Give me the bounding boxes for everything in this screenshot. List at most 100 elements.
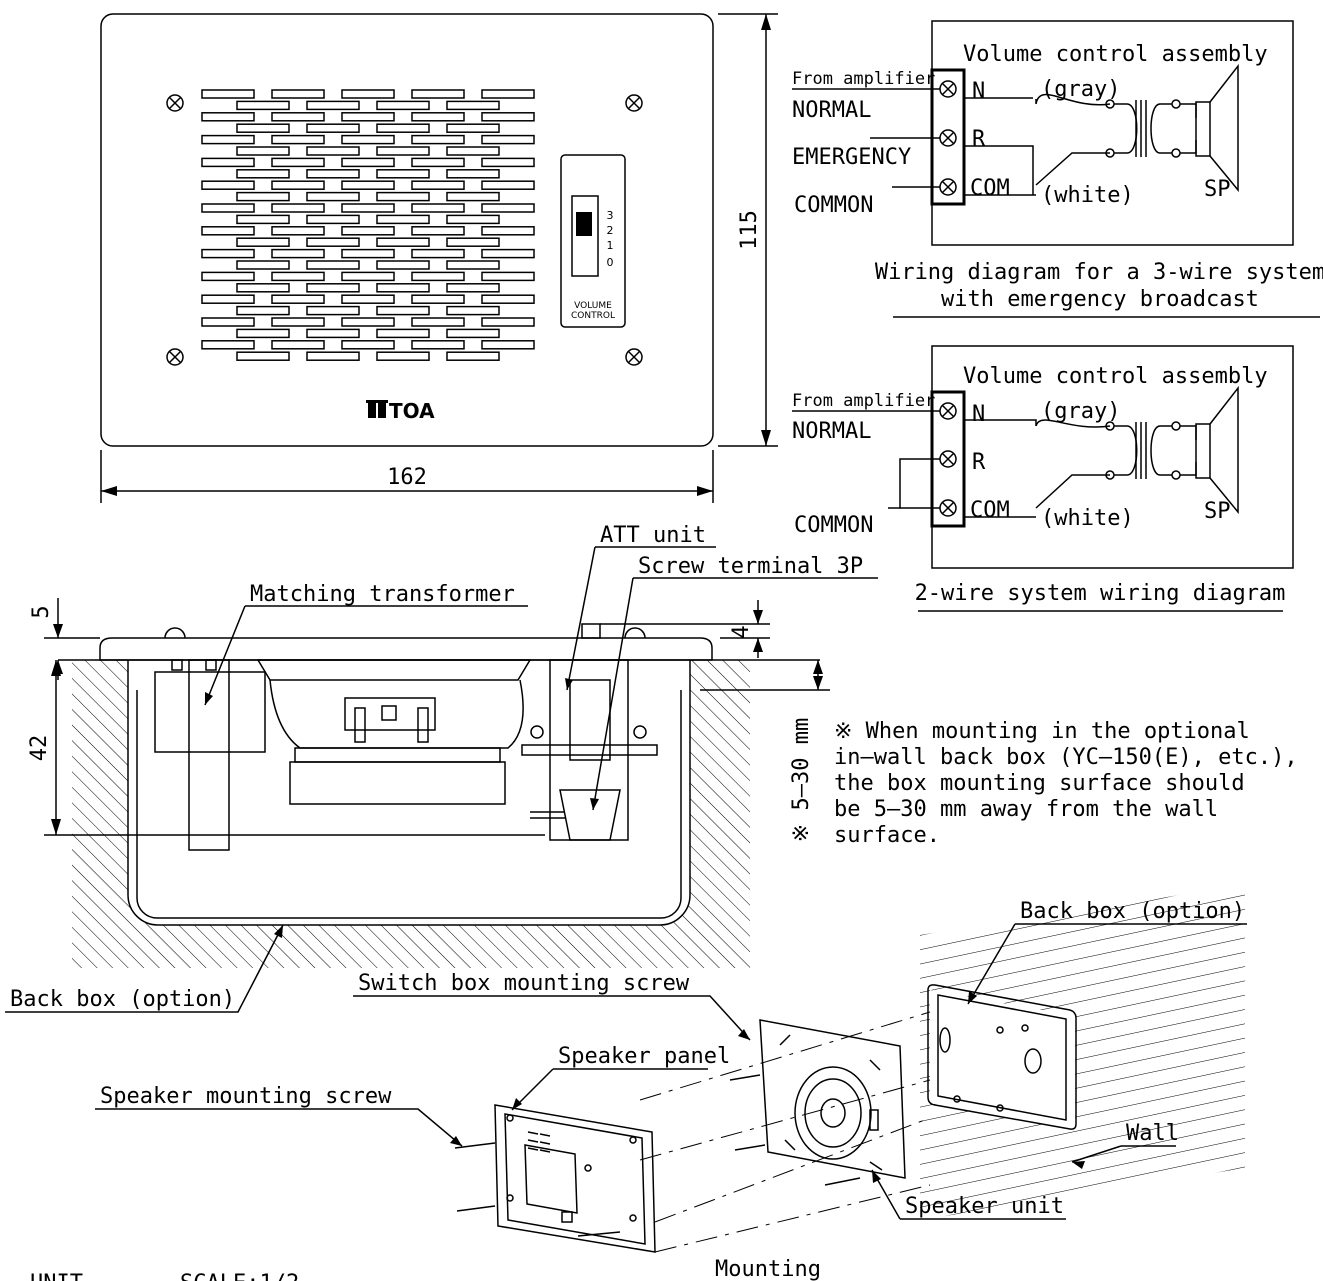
dim-depth: 42: [27, 735, 52, 762]
grille-slot: [271, 112, 325, 122]
grille-slot: [341, 248, 395, 259]
terminal-r-2wire: R: [972, 450, 986, 475]
assembly-title-2wire: Volume control assembly: [963, 364, 1268, 389]
note-line-3: the box mounting surface should: [834, 771, 1245, 796]
grille-slot: [411, 340, 465, 350]
toa-logo-icon: [366, 400, 388, 418]
wiring-diagram-3wire: Volume control assembly N R COM From amp…: [792, 20, 1323, 318]
grille-slot: [306, 305, 360, 316]
note-line-5: surface.: [834, 823, 940, 848]
mounting-view: Back box (option) Switch box mounting sc…: [95, 885, 1247, 1281]
grille-slot: [341, 157, 395, 168]
grille-slot: [446, 123, 500, 133]
grille-slot: [376, 237, 430, 247]
transformer-core-icon: [1135, 422, 1147, 479]
grille-slot: [271, 180, 325, 190]
front-panel: [100, 13, 714, 447]
width-dimension-line: [100, 450, 714, 503]
grille-slot: [446, 237, 500, 247]
input-emergency-3wire: EMERGENCY: [792, 145, 911, 170]
grille-slot: [236, 191, 290, 202]
volume-scale-3: 3: [607, 209, 614, 222]
grille-slot: [376, 328, 430, 339]
grille-slot: [271, 157, 325, 168]
grille-slot: [306, 260, 360, 270]
label-switch-box-screw: Switch box mounting screw: [358, 971, 690, 996]
speaker-flange: [99, 637, 713, 661]
terminal-r-3wire: R: [972, 127, 986, 152]
grille-slot: [446, 351, 500, 361]
grille-slot: [481, 112, 535, 122]
grille-slot: [306, 283, 360, 293]
label-att-unit: ATT unit: [600, 523, 706, 548]
source-label-3wire: From amplifier: [792, 69, 935, 89]
label-back-box-side: Back box (option): [10, 987, 235, 1012]
source-label-2wire: From amplifier: [792, 391, 935, 411]
footer-scale: SCALE:1/2: [180, 1271, 299, 1281]
terminal-screw-icon: [939, 499, 957, 517]
grille-slot: [411, 180, 465, 190]
input-normal-3wire: NORMAL: [792, 98, 871, 123]
grille-slot: [271, 248, 325, 259]
terminal-screw-icon: [939, 450, 957, 468]
grille-slot: [236, 100, 290, 111]
terminal-n-3wire: N: [972, 79, 985, 104]
grille-slot: [446, 146, 500, 156]
grille-slot: [306, 328, 360, 339]
grille-slot: [481, 317, 535, 327]
grille-slot: [201, 203, 255, 213]
grille-slot: [306, 214, 360, 225]
grille-slot: [201, 180, 255, 190]
terminal-screw-icon: [939, 80, 957, 98]
brand-logo-text: TOA: [389, 399, 435, 423]
att-unit-body: [549, 659, 629, 841]
terminal-block-3wire: [930, 68, 966, 206]
grille-slot: [411, 294, 465, 304]
label-wall: Wall: [1126, 1121, 1179, 1146]
screw-icon: [625, 94, 643, 112]
gray-wire-3wire: (gray): [1041, 77, 1120, 102]
height-dimension: 115: [737, 210, 762, 250]
grille-slot: [481, 89, 535, 99]
grille-slot: [271, 271, 325, 282]
grille-slot: [376, 146, 430, 156]
grille-slot: [411, 134, 465, 145]
speaker-panel-front: [494, 1104, 656, 1253]
grille-slot: [481, 294, 535, 304]
volume-label-1: VOLUME: [574, 301, 612, 311]
grille-slot: [271, 89, 325, 99]
grille-slot: [481, 248, 535, 259]
grille-slot: [341, 203, 395, 213]
grille-slot: [481, 271, 535, 282]
grille-slot: [446, 305, 500, 316]
grille-slot: [236, 123, 290, 133]
grille-slot: [306, 169, 360, 179]
grille-slots: [201, 89, 535, 361]
grille-slot: [306, 123, 360, 133]
wiring-diagram-2wire: Volume control assembly N R COM From amp…: [792, 345, 1294, 612]
grille-slot: [271, 134, 325, 145]
grille-slot: [446, 260, 500, 270]
speaker-icon: [1195, 63, 1239, 193]
back-box-outline: [127, 660, 691, 926]
grille-slot: [376, 100, 430, 111]
terminal-screw-icon: [939, 402, 957, 420]
grille-slot: [236, 214, 290, 225]
grille-slot: [411, 317, 465, 327]
grille-slot: [341, 271, 395, 282]
jumper-wire: [899, 458, 940, 509]
screw-terminal-3p: [559, 789, 621, 841]
speaker-mounting-screw-icon: [454, 1142, 496, 1149]
transformer-primary-icon: [1114, 103, 1138, 154]
grille-slot: [481, 203, 535, 213]
grille-slot: [201, 294, 255, 304]
grille-slot: [271, 317, 325, 327]
note-line-1: ※ When mounting in the optional: [834, 719, 1250, 744]
label-speaker-panel: Speaker panel: [558, 1044, 730, 1069]
grille-slot: [376, 283, 430, 293]
grille-slot: [341, 112, 395, 122]
dim-top: 5: [29, 605, 54, 618]
grille-slot: [376, 123, 430, 133]
side-view: 5 42 4 ※ 5–30 mm ATT unit Screw terminal…: [5, 523, 1298, 1013]
